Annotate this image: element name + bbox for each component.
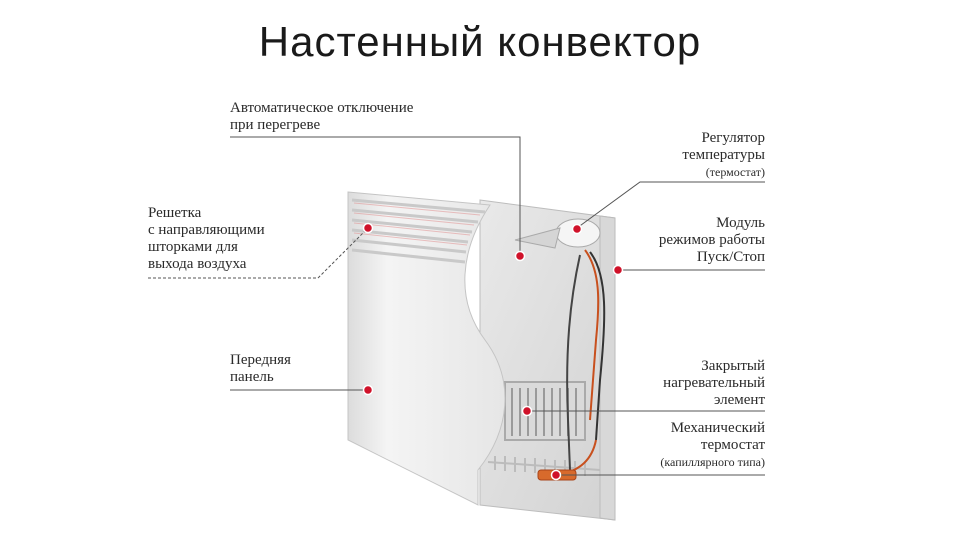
housing-edge — [599, 215, 616, 521]
label-mode-module: Модуль режимов работы Пуск/Стоп — [658, 215, 765, 265]
callout-markers — [362, 222, 624, 481]
label-heating-element: Закрытый нагревательный элемент — [663, 358, 765, 408]
leader-grille — [148, 227, 369, 279]
label-front-panel: Передняя панель — [230, 352, 291, 385]
marker-auto-shutoff — [514, 250, 526, 262]
slide-title: Настенный конвектор — [258, 18, 702, 65]
marker-front-panel — [362, 384, 374, 396]
label-thermostat-regulator: Регулятор температуры (термостат) — [682, 130, 765, 179]
marker-mode-module — [612, 264, 624, 276]
marker-heating-element — [521, 405, 533, 417]
marker-mech-thermostat — [550, 469, 562, 481]
front-panel — [347, 191, 506, 506]
leader-regulator — [576, 181, 765, 229]
label-mechanical-thermostat: Механический термостат (капиллярного тип… — [660, 420, 765, 469]
marker-regulator — [571, 223, 583, 235]
leader-auto-shutoff — [230, 136, 521, 255]
internal-wiring — [559, 249, 606, 476]
grille-louver-shadows — [353, 202, 481, 246]
marker-grille — [362, 222, 374, 234]
grille-louvers — [351, 198, 486, 264]
leader-lines — [148, 136, 765, 476]
label-grille: Решетка с направляющими шторками для вых… — [148, 205, 265, 272]
label-auto-shutoff: Автоматическое отключение при перегреве — [230, 100, 414, 133]
